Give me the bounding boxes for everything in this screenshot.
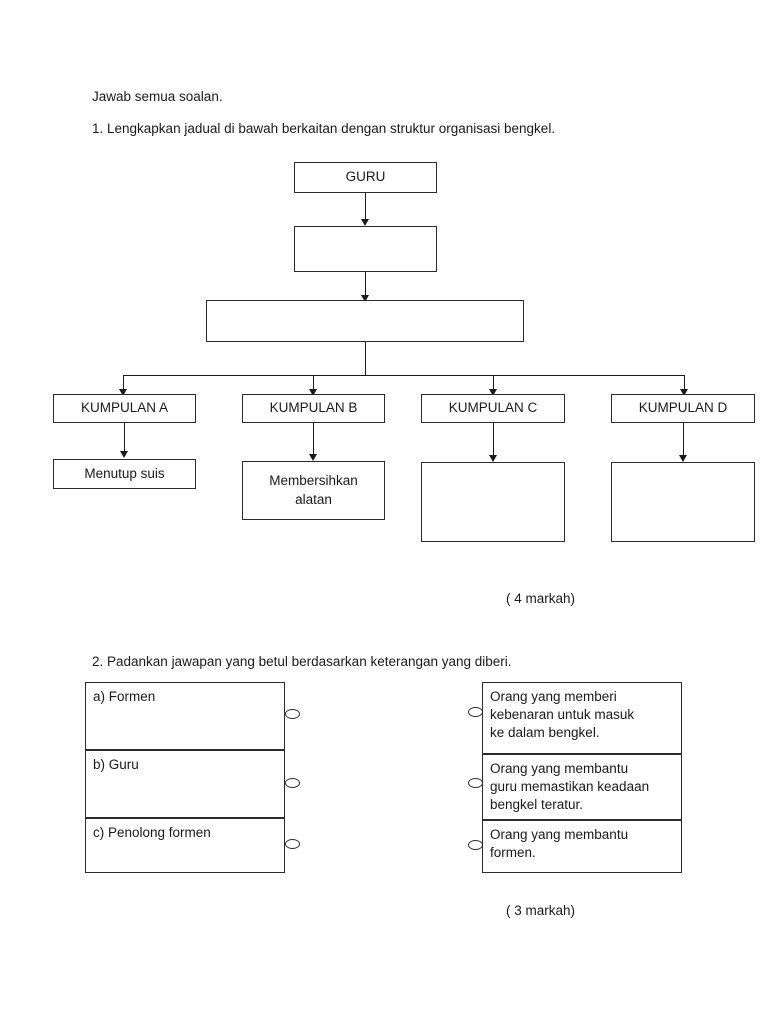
marks-question-2: ( 3 markah) xyxy=(506,903,576,918)
connector-bus-to-group-d xyxy=(684,375,685,394)
match-connector-left-c[interactable] xyxy=(285,839,300,849)
org-box-group-c: KUMPULAN C xyxy=(421,394,565,423)
connector-group-c-to-task xyxy=(493,423,494,460)
distribution-bus-line xyxy=(123,375,684,376)
arrowhead-group-c xyxy=(489,389,497,396)
question-1-text: 1. Lengkapkan jadual di bawah berkaitan … xyxy=(92,121,556,136)
match-right-item-1-label: Orang yang memberi kebenaran untuk masuk… xyxy=(490,689,635,740)
org-box-group-a: KUMPULAN A xyxy=(53,394,196,423)
org-box-group-d-label: KUMPULAN D xyxy=(638,400,728,416)
org-box-guru-label: GURU xyxy=(345,169,386,185)
org-box-guru: GURU xyxy=(294,162,437,193)
arrowhead-group-a xyxy=(119,389,127,396)
match-right-item-1[interactable]: Orang yang memberi kebenaran untuk masuk… xyxy=(482,682,682,754)
connector-group-b-to-task xyxy=(313,423,314,459)
arrowhead-level2 xyxy=(361,219,369,226)
org-box-group-a-label: KUMPULAN A xyxy=(80,400,169,416)
connector-level2-to-level3 xyxy=(365,272,366,300)
connector-level3-to-bus xyxy=(365,342,366,375)
answer-all-instruction: Jawab semua soalan. xyxy=(92,89,223,104)
match-connector-right-3[interactable] xyxy=(468,840,483,850)
match-left-item-a-label: a) Formen xyxy=(93,689,156,704)
org-box-level2-blank xyxy=(294,226,437,272)
org-box-task-a: Menutup suis xyxy=(53,459,196,489)
arrowhead-task-c xyxy=(489,455,497,462)
match-right-item-3[interactable]: Orang yang membantu formen. xyxy=(482,820,682,873)
org-box-group-c-label: KUMPULAN C xyxy=(448,400,538,416)
org-box-group-b-label: KUMPULAN B xyxy=(269,400,358,416)
connector-guru-to-level2 xyxy=(365,193,366,224)
match-left-item-b-label: b) Guru xyxy=(93,757,139,772)
match-right-item-2[interactable]: Orang yang membantu guru memastikan kead… xyxy=(482,754,682,820)
match-right-item-3-label: Orang yang membantu formen. xyxy=(490,827,629,860)
match-connector-left-a[interactable] xyxy=(285,709,300,719)
arrowhead-task-d xyxy=(679,455,687,462)
match-connector-right-1[interactable] xyxy=(468,707,483,717)
match-left-item-b[interactable]: b) Guru xyxy=(85,750,285,818)
match-connector-right-2[interactable] xyxy=(468,778,483,788)
arrowhead-group-b xyxy=(309,389,317,396)
connector-group-a-to-task xyxy=(124,423,125,456)
org-box-task-b-label: Membersihkan alatan xyxy=(269,473,358,507)
org-box-task-b: Membersihkan alatan xyxy=(242,461,385,520)
arrowhead-task-b xyxy=(309,454,317,461)
arrowhead-level3 xyxy=(361,295,369,302)
arrowhead-group-d xyxy=(680,389,688,396)
org-box-group-d: KUMPULAN D xyxy=(611,394,755,423)
match-left-item-c[interactable]: c) Penolong formen xyxy=(85,818,285,873)
match-connector-left-b[interactable] xyxy=(285,778,300,788)
org-box-task-c-blank xyxy=(421,462,565,542)
match-right-item-2-label: Orang yang membantu guru memastikan kead… xyxy=(490,761,650,812)
connector-bus-to-group-c xyxy=(493,375,494,394)
question-2-text: 2. Padankan jawapan yang betul berdasark… xyxy=(92,654,512,669)
marks-question-1: ( 4 markah) xyxy=(506,591,576,606)
connector-bus-to-group-a xyxy=(123,375,124,394)
connector-bus-to-group-b xyxy=(313,375,314,394)
org-box-level3-blank xyxy=(206,300,524,342)
connector-group-d-to-task xyxy=(683,423,684,460)
org-box-group-b: KUMPULAN B xyxy=(242,394,385,423)
match-left-item-c-label: c) Penolong formen xyxy=(93,825,211,840)
org-box-task-d-blank xyxy=(611,462,755,542)
org-box-task-a-label: Menutup suis xyxy=(84,465,165,481)
arrowhead-task-a xyxy=(120,451,128,458)
match-left-item-a[interactable]: a) Formen xyxy=(85,682,285,750)
